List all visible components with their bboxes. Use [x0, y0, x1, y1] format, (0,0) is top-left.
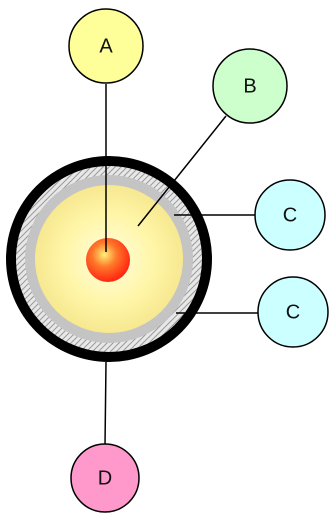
callout-c-lower-label: C	[286, 301, 300, 323]
callout-c-upper-circle	[254, 179, 326, 251]
leader-lines	[104, 84, 259, 447]
callout-c-upper-label: C	[283, 204, 297, 226]
callout-b-circle	[212, 48, 288, 124]
callout-c-upper: C	[254, 179, 326, 251]
callout-b-label: B	[243, 75, 256, 97]
callout-a-circle	[68, 8, 144, 84]
callout-a-label: A	[99, 35, 113, 57]
leader-line-d	[104, 361, 107, 447]
conductor-core	[86, 238, 130, 282]
cable	[6, 156, 212, 362]
callout-c-lower-circle	[257, 276, 329, 348]
callout-d: D	[70, 443, 140, 513]
callout-b: B	[212, 48, 288, 124]
callout-c-lower: C	[257, 276, 329, 348]
callout-d-label: D	[98, 467, 112, 489]
callout-d-circle	[70, 443, 140, 513]
leader-line-b	[137, 115, 227, 227]
callout-a: A	[68, 8, 144, 84]
